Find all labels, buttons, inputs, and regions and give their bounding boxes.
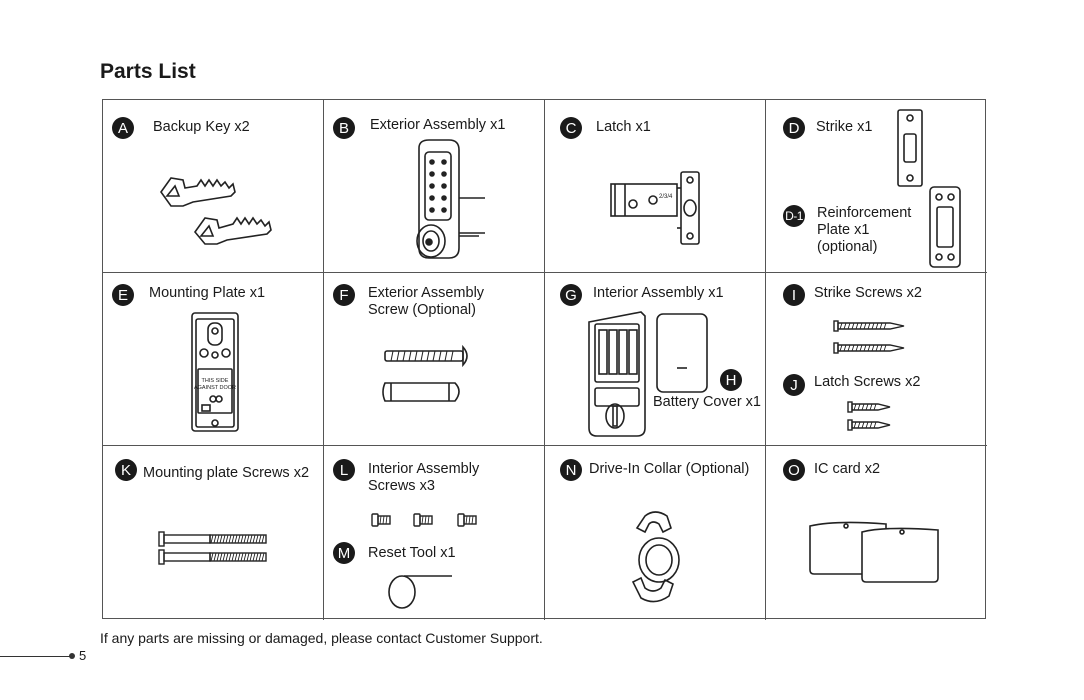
mounting-plate-screws-illustration xyxy=(157,530,272,570)
part-cell-c: C Latch x1 2/3/4 xyxy=(545,100,766,273)
latch-illustration: 2/3/4 xyxy=(605,168,715,253)
part-badge-o: O xyxy=(783,459,805,481)
part-badge-j: J xyxy=(783,374,805,396)
interior-assembly-screws-illustration xyxy=(370,512,480,532)
part-cell-g: G Interior Assembly x1 H Battery Cover x… xyxy=(545,273,766,446)
part-label-c: Latch x1 xyxy=(596,119,651,136)
part-cell-i: I Strike Screws x2 xyxy=(766,273,987,446)
interior-assembly-illustration xyxy=(585,308,715,438)
ic-card-illustration xyxy=(806,518,946,588)
part-label-o: IC card x2 xyxy=(814,461,880,478)
part-label-g: Interior Assembly x1 xyxy=(593,285,724,302)
part-label-h: Battery Cover x1 xyxy=(653,394,761,411)
page-marker-line xyxy=(0,656,70,657)
part-cell-f: F Exterior Assembly Screw (Optional) xyxy=(324,273,545,446)
footer-note: If any parts are missing or damaged, ple… xyxy=(100,630,543,646)
backup-keys-illustration xyxy=(153,162,283,247)
part-label-b: Exterior Assembly x1 xyxy=(370,117,505,134)
part-cell-n: N Drive-In Collar (Optional) xyxy=(545,446,766,620)
part-label-n: Drive-In Collar (Optional) xyxy=(589,461,749,478)
latch-screws-illustration xyxy=(846,400,906,436)
parts-grid: A Backup Key x2 B Exterior Assembly x1 xyxy=(102,99,986,619)
reset-tool-illustration xyxy=(384,572,454,612)
part-badge-e: E xyxy=(112,284,134,306)
part-label-a: Backup Key x2 xyxy=(153,119,250,136)
part-badge-g: G xyxy=(560,284,582,306)
part-badge-d: D xyxy=(783,117,805,139)
part-cell-l: L Interior Assembly Screws x3 M Reset To… xyxy=(324,446,545,620)
part-badge-b: B xyxy=(333,117,355,139)
svg-text:2/3/4: 2/3/4 xyxy=(659,194,673,200)
part-badge-n: N xyxy=(560,459,582,481)
strike-illustration xyxy=(894,108,929,188)
part-badge-a: A xyxy=(112,117,134,139)
strike-screws-illustration xyxy=(832,319,912,359)
drive-in-collar-illustration xyxy=(625,508,695,608)
part-label-e: Mounting Plate x1 xyxy=(149,285,265,302)
part-cell-k: K Mounting plate Screws x2 xyxy=(103,446,324,620)
part-cell-o: O IC card x2 xyxy=(766,446,987,620)
page-marker-dot xyxy=(69,653,75,659)
part-badge-m: M xyxy=(333,542,355,564)
part-badge-k: K xyxy=(115,459,137,481)
part-badge-d1: D-1 xyxy=(783,205,805,227)
part-badge-l: L xyxy=(333,459,355,481)
part-label-d: Strike x1 xyxy=(816,119,872,136)
part-label-i: Strike Screws x2 xyxy=(814,285,922,302)
part-badge-i: I xyxy=(783,284,805,306)
part-cell-a: A Backup Key x2 xyxy=(103,100,324,273)
part-badge-f: F xyxy=(333,284,355,306)
part-cell-d: D Strike x1 D-1 Reinforcement Plate x1 (… xyxy=(766,100,987,273)
part-label-d1: Reinforcement Plate x1 (optional) xyxy=(817,205,911,256)
part-label-m: Reset Tool x1 xyxy=(368,545,456,562)
part-label-f: Exterior Assembly Screw (Optional) xyxy=(368,285,484,319)
part-badge-c: C xyxy=(560,117,582,139)
part-label-l: Interior Assembly Screws x3 xyxy=(368,461,479,495)
exterior-assembly-illustration xyxy=(389,138,489,263)
reinforcement-plate-illustration xyxy=(926,185,966,270)
part-label-j: Latch Screws x2 xyxy=(814,374,920,391)
page-number: 5 xyxy=(79,648,86,663)
part-label-k: Mounting plate Screws x2 xyxy=(143,465,309,482)
part-badge-h: H xyxy=(720,369,742,391)
page-title: Parts List xyxy=(100,60,196,84)
part-cell-b: B Exterior Assembly x1 xyxy=(324,100,545,273)
exterior-assembly-screw-illustration xyxy=(379,343,479,413)
